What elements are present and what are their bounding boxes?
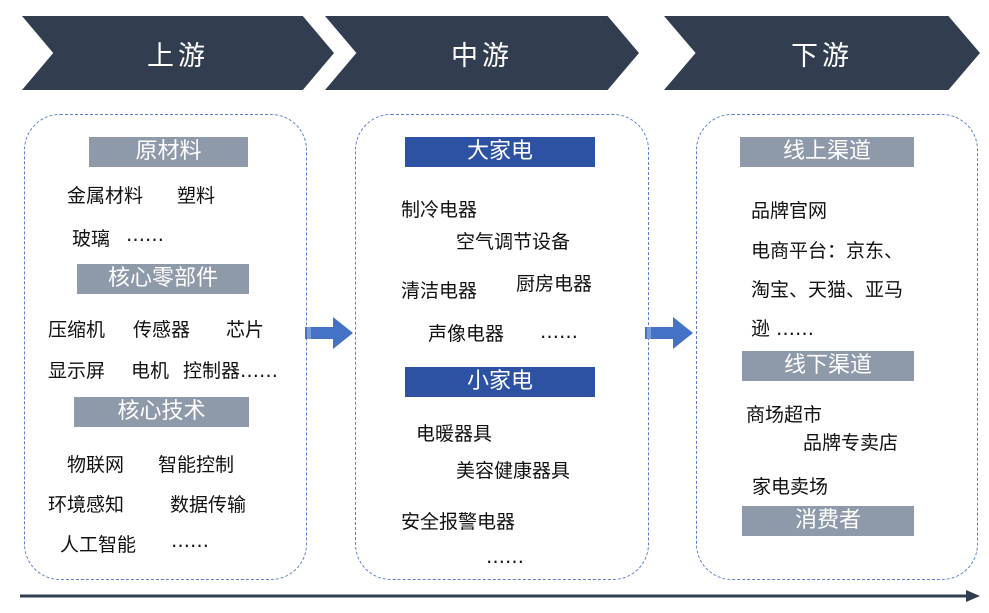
core-component-item: 显示屏 <box>48 356 105 383</box>
flow-arrow-right-icon <box>645 315 695 351</box>
core-components-tag: 核心零部件 <box>77 264 249 294</box>
core-component-item: 控制器…… <box>183 356 278 383</box>
flow-arrow-right-icon <box>305 315 355 351</box>
consumer-tag: 消费者 <box>742 506 914 536</box>
major-appliance-item: 厨房电器 <box>516 269 592 296</box>
core-component-item: 传感器 <box>133 315 190 342</box>
major-appliance-item: 空气调节设备 <box>456 227 570 254</box>
online-channels-tag: 线上渠道 <box>740 137 914 167</box>
stage-upstream-label: 上游 <box>147 34 209 73</box>
bottom-flow-arrow-icon <box>20 588 982 604</box>
core-tech-item: …… <box>171 530 209 552</box>
raw-material-item: 塑料 <box>177 181 215 208</box>
online-channel-item: 电商平台：京东、 <box>751 236 903 263</box>
offline-channel-item: 商场超市 <box>746 400 822 427</box>
raw-material-item: 玻璃 <box>72 224 110 251</box>
core-tech-item: 智能控制 <box>158 450 234 477</box>
online-channel-item: 品牌官网 <box>751 196 827 223</box>
small-appliance-item: 美容健康器具 <box>456 456 570 483</box>
raw-material-item: …… <box>126 224 164 246</box>
core-tech-item: 物联网 <box>67 450 124 477</box>
small-appliance-item: …… <box>486 546 524 568</box>
major-appliance-item: …… <box>540 321 578 343</box>
small-appliance-item: 电暖器具 <box>416 419 492 446</box>
stage-midstream-chevron: 中游 <box>325 16 639 90</box>
offline-channel-item: 家电卖场 <box>752 472 828 499</box>
major-appliance-item: 清洁电器 <box>401 276 477 303</box>
core-component-item: 电机 <box>131 356 169 383</box>
online-channel-item: 逊 …… <box>751 314 814 341</box>
major-appliance-item: 声像电器 <box>428 319 504 346</box>
small-appliances-tag: 小家电 <box>405 367 595 397</box>
core-tech-item: 人工智能 <box>60 530 136 557</box>
stage-upstream-chevron: 上游 <box>22 16 334 90</box>
stage-downstream-chevron: 下游 <box>664 16 980 90</box>
core-component-item: 压缩机 <box>48 315 105 342</box>
offline-channel-item: 品牌专卖店 <box>803 428 898 455</box>
raw-material-item: 金属材料 <box>67 181 143 208</box>
major-appliance-item: 制冷电器 <box>401 195 477 222</box>
major-appliances-tag: 大家电 <box>405 137 595 167</box>
core-tech-tag: 核心技术 <box>74 397 249 427</box>
online-channel-item: 淘宝、天猫、亚马 <box>751 275 903 302</box>
core-tech-item: 数据传输 <box>170 490 246 517</box>
raw-materials-tag: 原材料 <box>89 137 248 167</box>
small-appliance-item: 安全报警电器 <box>401 507 515 534</box>
stage-downstream-label: 下游 <box>791 34 853 73</box>
core-tech-item: 环境感知 <box>48 490 124 517</box>
offline-channels-tag: 线下渠道 <box>742 351 914 381</box>
stage-midstream-label: 中游 <box>451 34 513 73</box>
core-component-item: 芯片 <box>226 315 264 342</box>
